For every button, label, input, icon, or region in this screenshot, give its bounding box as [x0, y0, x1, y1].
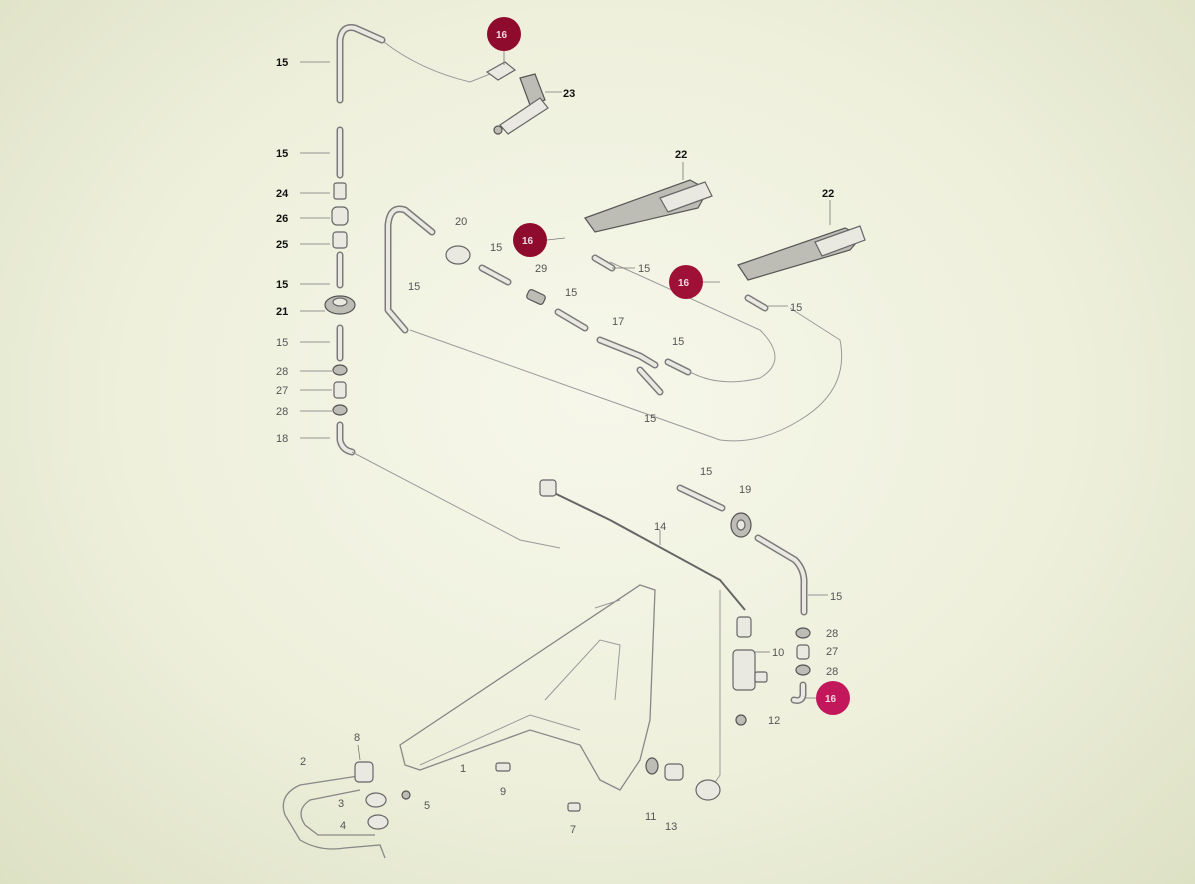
callout-15: 15 — [700, 466, 712, 478]
svg-text:16: 16 — [678, 278, 690, 289]
callout-4: 4 — [340, 820, 346, 832]
callout-11: 11 — [645, 811, 656, 823]
washer-reservoir: 14 — [399, 479, 746, 791]
badge-16-top: 16 — [487, 17, 521, 65]
left-hose-assembly — [324, 24, 491, 456]
callout-28: 28 — [276, 366, 288, 378]
badge-16-right: 16 — [669, 265, 720, 299]
callout-28: 28 — [826, 666, 838, 678]
badge-16-middle: 16 — [513, 223, 566, 257]
callout-17: 17 — [612, 316, 624, 328]
callout-2: 2 — [300, 756, 306, 768]
callout-21: 21 — [276, 306, 288, 318]
callout-15: 15 — [565, 287, 577, 299]
callout-15: 15 — [276, 279, 288, 291]
callout-15: 15 — [276, 57, 288, 69]
callout-15: 15 — [408, 281, 420, 293]
callout-18: 18 — [276, 433, 288, 445]
callout-15: 15 — [830, 591, 842, 603]
callout-19: 19 — [739, 484, 751, 496]
nozzle-23: 23 — [485, 61, 575, 135]
svg-text:16: 16 — [825, 694, 837, 705]
callout-27: 27 — [826, 646, 838, 658]
callout-22: 22 — [675, 149, 687, 161]
callout-15: 15 — [672, 336, 684, 348]
middle-hose-network — [351, 205, 843, 549]
middle-callouts: 20 15 29 15 15 17 15 15 15 — [408, 216, 684, 425]
callout-25: 25 — [276, 239, 288, 251]
callout-28: 28 — [826, 628, 838, 640]
callout-13: 13 — [665, 821, 677, 833]
callout-7: 7 — [570, 824, 576, 836]
callout-1: 1 — [460, 763, 466, 775]
callout-28: 28 — [276, 406, 288, 418]
filler-neck: 8 2 1 3 4 5 9 7 11 13 — [282, 732, 721, 859]
callout-12: 12 — [768, 715, 780, 727]
callout-22: 22 — [822, 188, 834, 200]
callout-15: 15 — [276, 337, 288, 349]
callout-8: 8 — [354, 732, 360, 744]
left-callouts: 15 15 24 26 25 15 21 15 28 27 28 18 — [276, 57, 332, 445]
callout-15: 15 — [638, 263, 650, 275]
callout-24: 24 — [276, 188, 289, 200]
highlight-badges: 16 16 16 16 — [487, 17, 850, 715]
badge-16-lower: 16 — [805, 681, 850, 715]
callout-23: 23 — [563, 88, 575, 100]
callout-15: 15 — [644, 413, 656, 425]
callout-3: 3 — [338, 798, 344, 810]
nozzle-22-lower: 22 15 — [737, 188, 866, 314]
callout-5: 5 — [424, 800, 430, 812]
washer-pump: 10 12 — [732, 616, 784, 727]
svg-text:16: 16 — [496, 30, 508, 41]
callout-27: 27 — [276, 385, 288, 397]
callout-14: 14 — [654, 521, 666, 533]
right-lower-hose: 15 19 15 28 27 28 — [676, 466, 842, 704]
callout-15: 15 — [790, 302, 802, 314]
callout-15: 15 — [490, 242, 502, 254]
callout-20: 20 — [455, 216, 467, 228]
nozzle-22-upper: 22 — [584, 149, 713, 233]
svg-text:16: 16 — [522, 236, 534, 247]
callout-15: 15 — [276, 148, 288, 160]
callout-26: 26 — [276, 213, 288, 225]
callout-29: 29 — [535, 263, 547, 275]
callout-10: 10 — [772, 647, 784, 659]
callout-9: 9 — [500, 786, 506, 798]
